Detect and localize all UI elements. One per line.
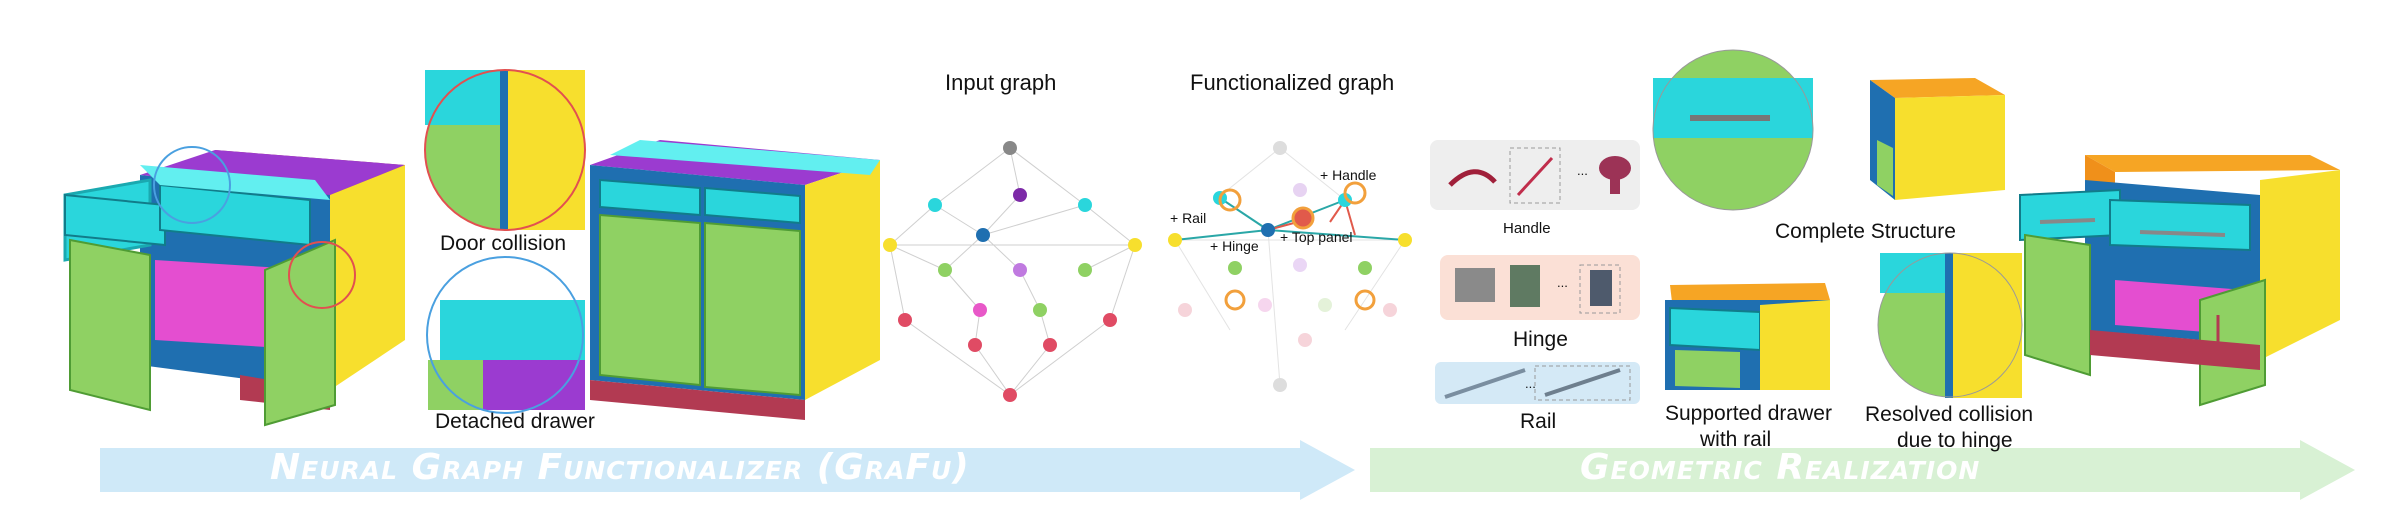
zoom-door-collision [424,69,586,231]
caption-complete-structure: Complete Structure [1775,220,1956,243]
cabinet-top-detail [1870,78,2005,200]
caption-detached-drawer: Detached drawer [435,410,595,433]
annotation-rail: + Rail [1170,210,1207,226]
hinge-ellipsis: ... [1557,275,1568,290]
cabinet-input [63,146,405,427]
handle-panel [1430,140,1640,210]
caption-due-to-hinge: due to hinge [1897,429,2013,452]
cabinet-final [2019,155,2340,407]
annotation-top-panel: + Top panel [1280,229,1353,245]
rail-label: Rail [1520,410,1557,433]
banner-left-arrow [100,440,1355,500]
banner-left-text: Neural Graph Functionalizer (GraFu) [270,447,970,488]
caption-door-collision: Door collision [440,232,567,255]
banner-right-arrow [1370,440,2355,500]
handle-label: Handle [1503,220,1551,237]
zoom-resolved-collision [1877,252,2023,398]
input-graph-title: Input graph [945,70,1057,95]
annotation-handle: + Handle [1320,167,1377,183]
annotation-hinge: + Hinge [1210,238,1259,254]
rail-ellipsis: ... [1525,376,1536,391]
banner-right-text: Geometric Realization [1580,447,1981,488]
caption-with-rail: with rail [1700,428,1772,451]
handle-ellipsis: ... [1577,163,1588,178]
supported-drawer-view [1665,283,1830,390]
functionalized-graph [1168,141,1412,392]
functionalized-graph-title: Functionalized graph [1190,70,1395,95]
hinge-label: Hinge [1513,328,1568,351]
caption-supported-drawer: Supported drawer [1665,402,1832,425]
rail-panel [1435,362,1640,404]
illustrations [63,49,2340,427]
zoom-complete-structure [1652,49,1814,211]
zoom-detached-drawer [426,256,585,414]
hinge-panel [1440,255,1640,320]
input-graph [883,141,1142,402]
caption-resolved-collision: Resolved collision [1865,403,2034,426]
cabinet-clean [590,140,880,420]
